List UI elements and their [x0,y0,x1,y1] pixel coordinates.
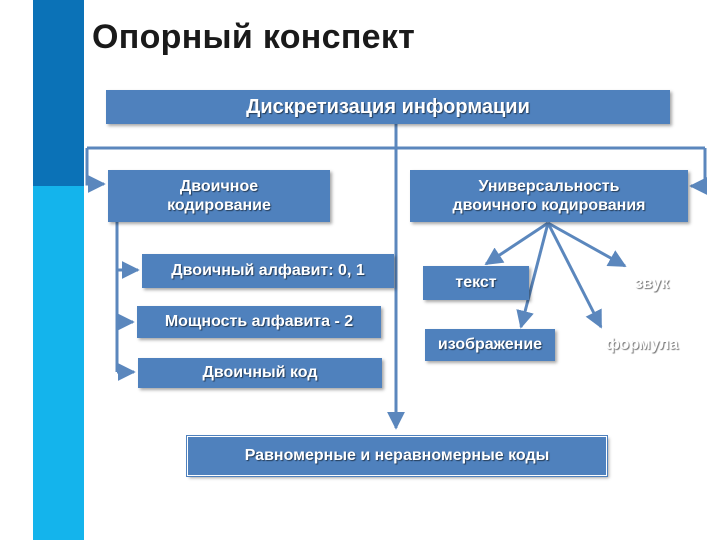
sidebar-stripe-light [33,186,84,540]
formula-label: формула [605,336,679,353]
arrow-to-right-box [689,148,708,195]
arrow-to-text [484,221,549,266]
main-topic-box: Дискретизация информации [106,90,670,124]
image-box: изображение [425,329,555,361]
arrow-to-image [516,222,550,329]
binary-coding-box: Двоичное кодирование [108,170,330,222]
sound-label: звук [634,275,670,292]
text-box: текст [423,266,529,300]
page-title: Опорный конспект [92,18,416,56]
arrow-to-formula [546,222,603,329]
binary-code-box: Двоичный код [138,358,382,388]
uniform-codes-box: Равномерные и неравномерные коды [186,435,608,477]
arrow-to-sound [547,221,627,268]
alphabet-power-box: Мощность алфавита - 2 [137,306,381,338]
universality-box: Универсальность двоичного кодирования [410,170,688,222]
binary-alphabet-box: Двоичный алфавит: 0, 1 [142,254,394,288]
arrow-to-left-box [85,148,106,193]
sidebar-stripe-dark [33,0,84,186]
